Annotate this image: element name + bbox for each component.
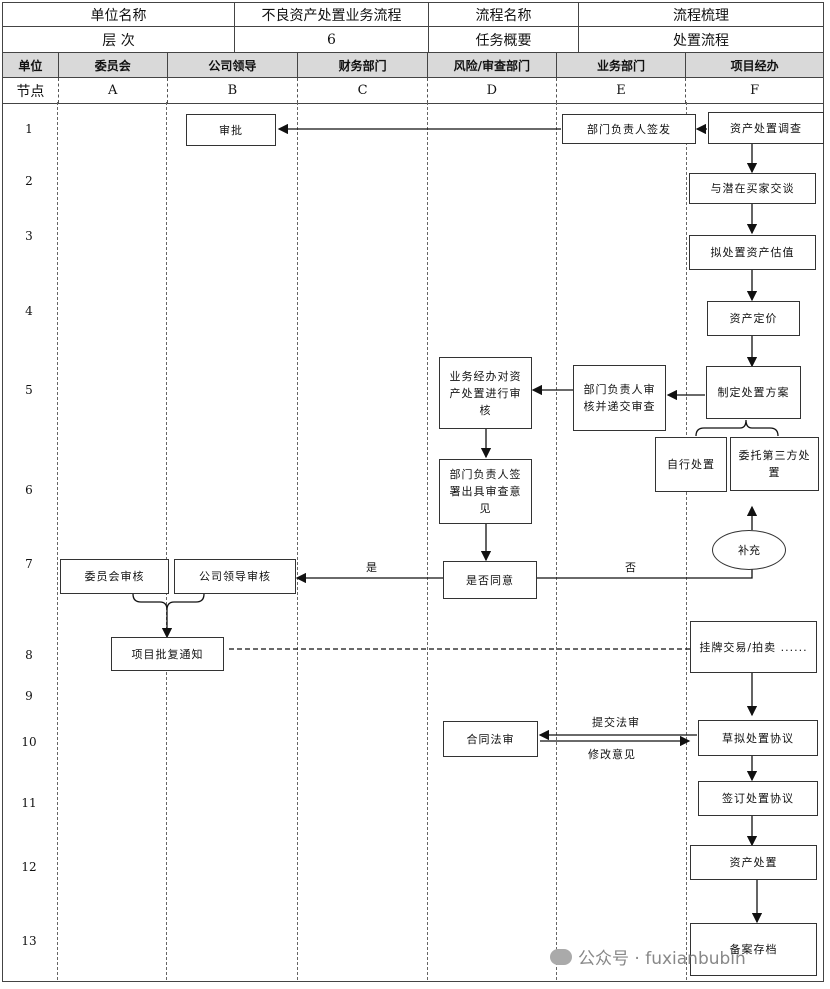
node-negotiate[interactable]: 与潜在买家交谈 [689, 173, 816, 204]
lane-divider [166, 102, 167, 980]
node-draft-agreement[interactable]: 草拟处置协议 [698, 720, 818, 756]
row-number: 1 [25, 122, 33, 136]
node-risk-review[interactable]: 业务经办对资产处置进行审核 [439, 357, 532, 429]
lane-divider [686, 102, 687, 980]
node-supplement[interactable]: 补充 [712, 530, 786, 570]
row-number: 4 [25, 304, 33, 318]
wechat-icon [550, 948, 572, 965]
node-third-party[interactable]: 委托第三方处置 [730, 437, 819, 491]
lane-divider [297, 102, 298, 980]
node-pricing[interactable]: 资产定价 [707, 301, 800, 336]
node-approve[interactable]: 审批 [186, 114, 276, 146]
unit-name-value: 不良资产处置业务流程 [234, 3, 428, 27]
row-number: 11 [21, 796, 37, 810]
node-make-plan[interactable]: 制定处置方案 [706, 366, 801, 419]
node-column-label: 节点 [3, 78, 59, 103]
code-a: A [59, 78, 168, 103]
node-sign-agreement[interactable]: 签订处置协议 [698, 781, 818, 816]
node-asset-disposal[interactable]: 资产处置 [690, 845, 817, 880]
row-number: 8 [25, 648, 33, 662]
node-dept-head-review[interactable]: 部门负责人审核并递交审查 [573, 365, 666, 431]
row-number: 6 [25, 483, 33, 497]
node-self-dispose[interactable]: 自行处置 [655, 437, 727, 492]
node-listing[interactable]: 挂牌交易/拍卖 ...... [690, 621, 817, 673]
lane-divider [427, 102, 428, 980]
row-number: 7 [25, 557, 33, 571]
code-b: B [168, 78, 299, 103]
row-number: 2 [25, 174, 33, 188]
edge-label-submit-legal: 提交法审 [592, 716, 640, 729]
task-label: 任务概要 [428, 27, 578, 53]
node-committee-review[interactable]: 委员会审核 [60, 559, 169, 594]
code-c: C [298, 78, 428, 103]
unit-column-label: 单位 [3, 53, 59, 77]
node-valuation[interactable]: 拟处置资产估值 [689, 235, 816, 270]
unit-name-label: 单位名称 [2, 3, 234, 27]
node-asset-survey[interactable]: 资产处置调查 [708, 112, 824, 144]
node-project-notice[interactable]: 项目批复通知 [111, 637, 224, 671]
task-value: 处置流程 [578, 27, 824, 53]
code-f: F [750, 83, 760, 98]
process-name-label: 流程名称 [428, 3, 578, 27]
node-risk-head-opinion[interactable]: 部门负责人签署出具审查意见 [439, 459, 532, 524]
watermark-text: 公众号 · fuxianbubin [578, 949, 746, 969]
watermark: 公众号 · fuxianbubin [550, 944, 746, 969]
node-agree-decision[interactable]: 是否同意 [443, 561, 537, 599]
lane-divider [556, 102, 557, 980]
lane-business: 业务部门 [557, 53, 687, 77]
node-dept-head-sign[interactable]: 部门负责人签发 [562, 114, 696, 144]
header-row-1: 单位名称 不良资产处置业务流程 流程名称 流程梳理 [2, 2, 824, 27]
node-code-row: 节点 A B C D E F [2, 78, 824, 104]
edge-label-yes: 是 [366, 561, 378, 574]
lane-header: 单位 委员会 公司领导 财务部门 风险/审查部门 业务部门 项目经办 [2, 52, 824, 78]
row-number: 5 [25, 383, 33, 397]
lane-leadership: 公司领导 [168, 53, 299, 77]
node-legal-review[interactable]: 合同法审 [443, 721, 538, 757]
flow-body [2, 104, 824, 982]
row-number: 10 [21, 735, 37, 749]
code-e: E [557, 78, 687, 103]
level-label: 层 次 [2, 27, 234, 53]
level-value: 6 [234, 27, 428, 53]
process-name-value: 流程梳理 [578, 3, 824, 27]
header-row-2: 层 次 6 任务概要 处置流程 [2, 26, 824, 53]
edge-label-revise: 修改意见 [588, 748, 636, 761]
node-archive[interactable]: 备案存档 [690, 923, 817, 976]
edge-label-no: 否 [625, 561, 637, 574]
node-leader-review[interactable]: 公司领导审核 [174, 559, 296, 594]
row-number: 13 [21, 934, 37, 948]
lane-project: 项目经办 [730, 58, 779, 73]
code-d: D [428, 78, 557, 103]
row-number: 12 [21, 860, 37, 874]
lane-committee: 委员会 [59, 53, 168, 77]
row-number: 9 [25, 689, 33, 703]
lane-finance: 财务部门 [298, 53, 428, 77]
row-number: 3 [25, 229, 33, 243]
lane-divider [57, 102, 58, 980]
lane-risk: 风险/审查部门 [428, 53, 557, 77]
